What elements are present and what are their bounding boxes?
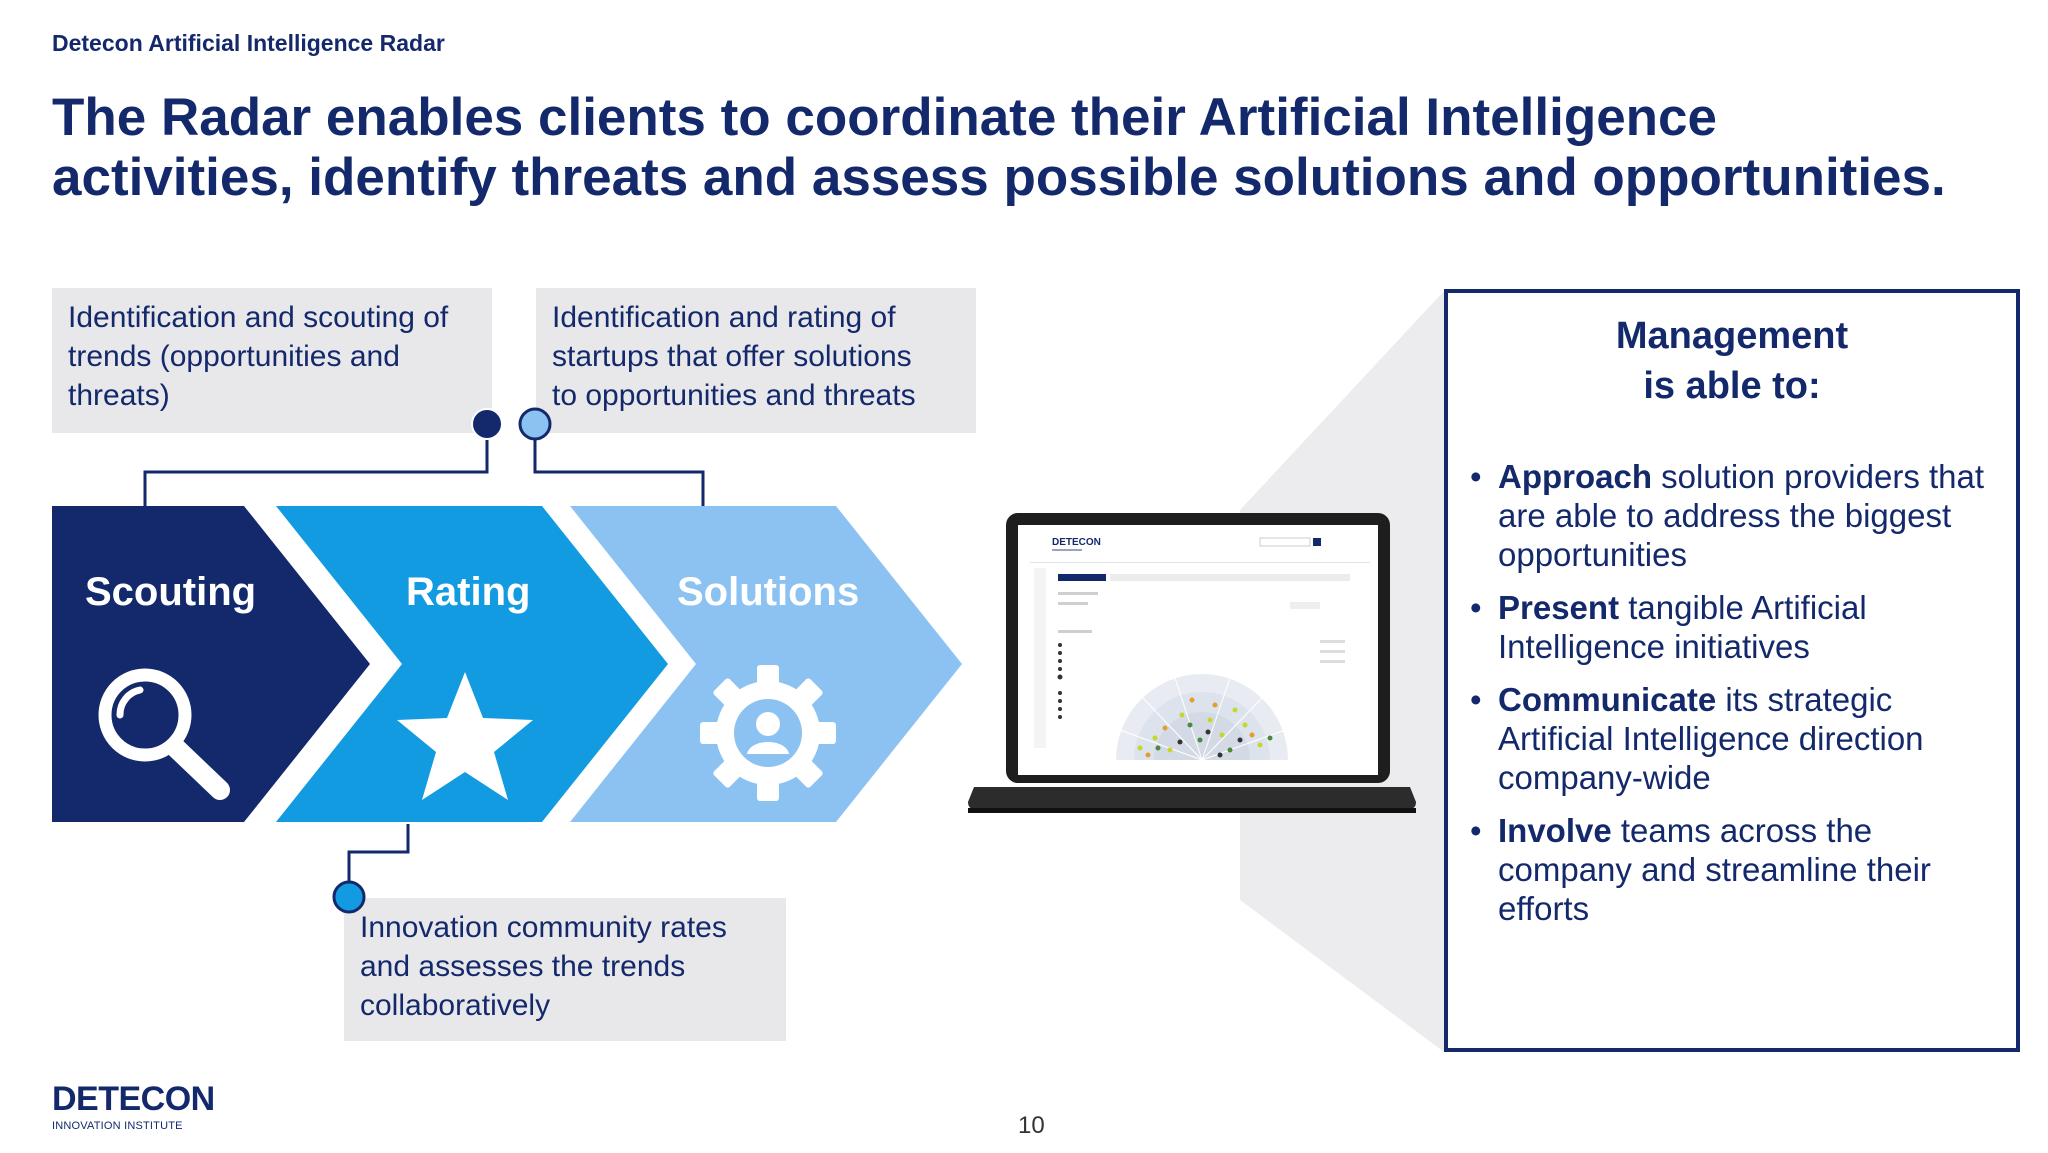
star-icon xyxy=(397,672,533,800)
callout-scouting: Identification and scouting of trends (o… xyxy=(52,288,492,433)
management-item-text: teams across the company and streamline … xyxy=(1498,812,1931,927)
callout-solutions-line: startups that offer solutions xyxy=(552,340,912,373)
callout-rating-line: and assesses the trends xyxy=(360,950,686,983)
screen-brand: DETECON xyxy=(1052,537,1101,548)
scouting-dot xyxy=(471,408,503,440)
bullet-icon: • xyxy=(1470,812,1482,849)
management-item: • Communicate its strategic Artificial In… xyxy=(1468,680,1996,797)
slide-headline: The Radar enables clients to coordinate … xyxy=(52,88,2012,208)
management-item: • Approach solution providers that are ab… xyxy=(1468,457,1996,574)
management-item-text: tangible Artificial Intelligence initiat… xyxy=(1498,589,1867,665)
callout-solutions: Identification and rating of startups th… xyxy=(536,288,976,433)
chevron-label-rating: Rating xyxy=(406,570,530,614)
management-title-line: is able to: xyxy=(1643,365,1821,407)
connector-scouting xyxy=(143,440,489,506)
management-item-keyword: Communicate xyxy=(1498,681,1717,718)
management-title-line: Management xyxy=(1615,315,1849,357)
connector-rating xyxy=(347,824,410,882)
callout-solutions-line: Identification and rating of xyxy=(552,301,896,334)
chevron-label-solutions: Solutions xyxy=(677,570,859,614)
callout-rating: Innovation community rates and assesses … xyxy=(344,898,786,1041)
management-item-text: its strategic Artificial Intelligence di… xyxy=(1498,681,1924,796)
slide-kicker: Detecon Artificial Intelligence Radar xyxy=(52,30,445,56)
rating-dot xyxy=(332,880,366,914)
chevron-solutions xyxy=(570,506,962,822)
chevron-rating xyxy=(276,506,668,822)
chevron-scouting xyxy=(52,506,370,822)
page-number: 10 xyxy=(1018,1112,1045,1139)
headline-line-1: The Radar enables clients to coordinate … xyxy=(52,88,1717,147)
management-title: Management is able to: xyxy=(1448,311,2016,411)
gear-person-icon xyxy=(700,665,836,801)
management-item-keyword: Present xyxy=(1498,589,1620,626)
logo-subtitle: INNOVATION INSTITUTE xyxy=(52,1120,183,1132)
management-item-text: solution providers that are able to addr… xyxy=(1498,458,1985,573)
management-list: • Approach solution providers that are ab… xyxy=(1448,457,2016,928)
radar-chart-thumbnail xyxy=(1116,674,1288,761)
management-item: • Involve teams across the company and st… xyxy=(1468,811,1996,928)
connector-solutions xyxy=(533,440,705,506)
callout-scouting-line: Identification and scouting of xyxy=(68,301,449,334)
management-item-keyword: Approach xyxy=(1498,458,1653,495)
laptop-illustration: DETECON xyxy=(968,513,1416,813)
callout-scouting-line: threats) xyxy=(68,379,170,412)
callout-rating-line: collaboratively xyxy=(360,989,551,1022)
management-box: Management is able to: • Approach solutio… xyxy=(1444,289,2020,1052)
management-item-keyword: Involve xyxy=(1498,812,1612,849)
headline-line-2: activities, identify threats and assess … xyxy=(52,148,1946,207)
detecon-logo: DETECON xyxy=(52,1080,215,1118)
callout-rating-line: Innovation community rates xyxy=(360,911,727,944)
laptop-base xyxy=(968,787,1416,810)
chevron-label-scouting: Scouting xyxy=(85,570,256,614)
callout-scouting-line: trends (opportunities and xyxy=(68,340,400,373)
bullet-icon: • xyxy=(1470,458,1482,495)
management-item: • Present tangible Artificial Intelligenc… xyxy=(1468,588,1996,666)
bullet-icon: • xyxy=(1470,681,1482,718)
solutions-dot xyxy=(518,407,552,441)
bullet-icon: • xyxy=(1470,589,1482,626)
callout-solutions-line: to opportunities and threats xyxy=(552,379,916,412)
magnifier-icon xyxy=(98,668,230,800)
